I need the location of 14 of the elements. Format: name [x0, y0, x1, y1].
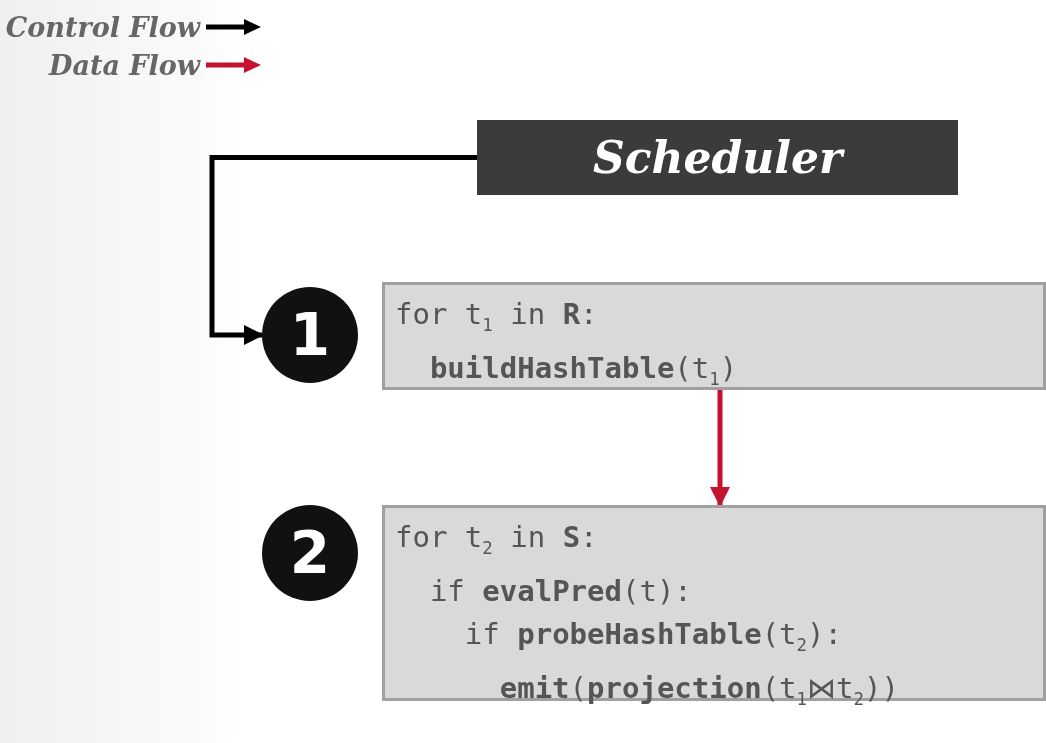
arrow	[710, 390, 730, 507]
arrow	[209, 155, 477, 345]
legend-label: Control Flow	[5, 12, 200, 43]
code-line: if probeHashTable(t$_{2}$):	[463, 615, 843, 657]
code-line: for t$_{1}$ in R:	[395, 296, 599, 337]
code-line: if evalPred(t):	[428, 572, 693, 610]
code-line: for t$_{2}$ in S:	[395, 519, 599, 560]
code-line: emit(projection(t$_{1}$⋈t$_{2}$))	[498, 669, 900, 711]
step-number-circle: 2	[262, 505, 358, 601]
legend-label: Data Flow	[49, 50, 200, 81]
code-block	[382, 282, 1046, 390]
scheduler-box: Scheduler	[477, 120, 958, 195]
code-line: buildHashTable(t$_{1}$)	[428, 349, 739, 391]
step-number-circle: 1	[262, 287, 358, 383]
